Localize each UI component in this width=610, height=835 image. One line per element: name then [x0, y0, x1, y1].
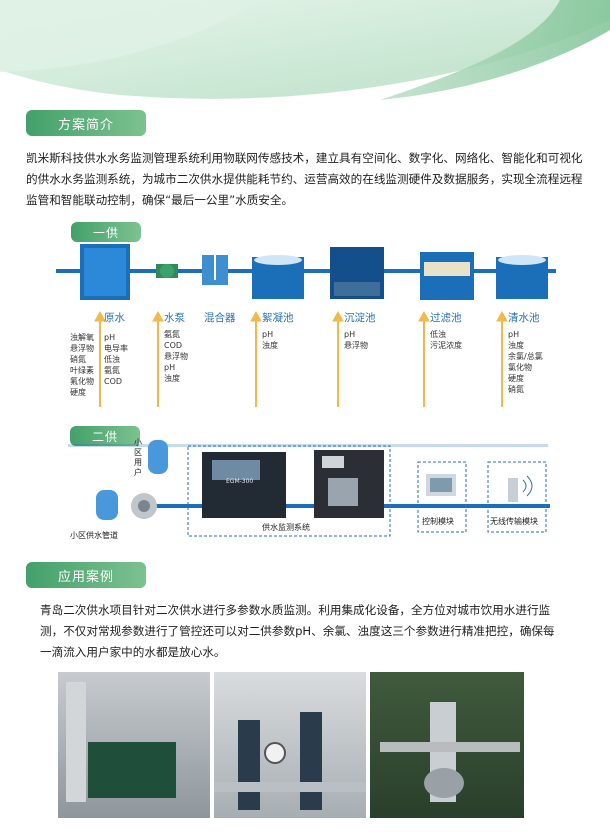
stage-flocculation: 絮凝池 pH 浊度: [262, 312, 294, 350]
turbine-pump-icon: [131, 493, 157, 519]
pipeline-label: 小区供水管道: [70, 531, 118, 540]
raw-water-params-right: pH 电导率 低浊 氨氮 COD: [104, 333, 128, 386]
header-wave: [0, 0, 610, 100]
cases-paragraph: 青岛二次供水项目针对二次供水进行多参数水质监测。利用集成化设备，全方位对城市饮用…: [40, 603, 555, 659]
case-photo-2: [214, 672, 366, 818]
wireless-module-label: 无线传输模块: [490, 517, 538, 526]
system-label: 供水监测系统: [262, 523, 310, 532]
secondary-supply-graphic: [68, 440, 550, 537]
section-title-overview: 方案简介: [26, 110, 146, 136]
pipeline-tank-icon: [96, 490, 118, 520]
control-module-frame: [417, 461, 467, 533]
wireless-module-icon: [508, 475, 533, 502]
user-label: 小区用户: [134, 438, 142, 477]
stage-clear-water: 清水池 pH 浊度 余氯/总氯 氯化物 硬度 硝氮: [508, 312, 543, 394]
secondary-supply-diagram: 二供: [60, 426, 550, 556]
control-module-icon: [426, 474, 456, 496]
filter-tank-icon: [420, 252, 474, 300]
secondary-supply-tag: 二供: [70, 426, 140, 446]
control-module-label: 控制模块: [422, 517, 454, 526]
pump-icon: [156, 264, 178, 278]
section-title-cases: 应用案例: [26, 562, 146, 588]
overview-paragraph: 凯米斯科技供水水务监测管理系统利用物联网传感技术，建立具有空间化、数字化、网络化…: [26, 151, 583, 207]
raw-water-params-left: 浊解氧 悬浮物 硝氮 叶绿素 氟化物 硬度: [70, 333, 94, 397]
primary-supply-tag: 一供: [71, 222, 141, 242]
stage-sedimentation: 沉淀池 pH 悬浮物: [344, 312, 376, 350]
stage-mixer: 混合器: [204, 312, 236, 324]
process-flow-graphic: [56, 244, 556, 407]
stage-raw-water: 原水: [104, 312, 125, 324]
sensor-panel-icon: [314, 450, 384, 518]
wireless-module-frame: [487, 461, 547, 533]
primary-supply-diagram: 一供: [56, 222, 556, 412]
stage-filtration: 过滤池 低浊 污泥浓度: [430, 312, 462, 350]
monitoring-system-frame: [187, 445, 391, 537]
user-tank-icon: [148, 440, 168, 474]
case-photo-3: [370, 672, 524, 818]
case-photo-1: [58, 672, 210, 818]
sedimentation-tank-icon: [330, 247, 384, 299]
mixer-icon: [202, 250, 228, 285]
flocculation-tank-icon: [252, 255, 304, 299]
clear-water-tank-icon: [496, 255, 548, 299]
monitor-device-icon: [202, 452, 286, 518]
device-model-label: EGM-300: [226, 478, 254, 485]
stage-pump: 水泵 氨氮 COD 悬浮物 pH 浊度: [164, 312, 188, 383]
